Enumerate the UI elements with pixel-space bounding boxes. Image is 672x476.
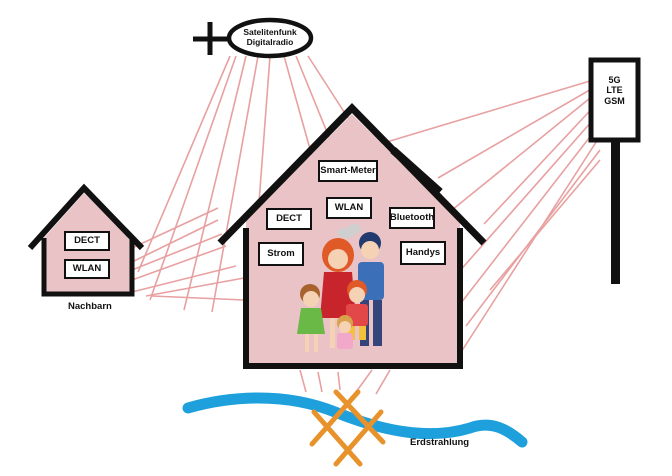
radiation-line [375, 369, 391, 395]
neighbor-house-walls [41, 238, 135, 297]
family-illustration [297, 224, 384, 352]
neighbor-house-roof [27, 183, 145, 251]
main-house [217, 102, 487, 369]
radiation-line [439, 123, 601, 331]
radiation-line [451, 89, 601, 211]
smart-meter-label: Smart-Meter [318, 160, 378, 182]
tower-pole [611, 140, 620, 284]
satellite-plus-icon [193, 22, 228, 55]
strom-label: Strom [258, 242, 304, 266]
radiation-line [131, 219, 219, 263]
radiation-line [355, 369, 373, 393]
main-house-roof [217, 102, 487, 246]
radiation-line [131, 265, 237, 293]
house-dect-label: DECT [266, 208, 312, 230]
tower-line3: GSM [604, 95, 625, 106]
radiation-line [183, 55, 247, 311]
tower-line2: LTE [606, 85, 623, 96]
bluetooth-label: Bluetooth [389, 207, 435, 229]
radiation-line [131, 207, 219, 249]
tower-line1: 5G [608, 75, 621, 85]
radiation-line [489, 159, 601, 291]
tower-label: 5G LTE GSM [594, 75, 635, 106]
radiation-line [137, 55, 231, 273]
satellite-line2: Digitalradio [246, 36, 294, 47]
radiation-line [437, 83, 601, 179]
radiation-line [131, 245, 227, 281]
satellite-label: Satelitenfunk Digitalradio [232, 27, 308, 48]
handys-label: Handys [400, 241, 446, 265]
radiation-line [145, 277, 245, 297]
radiation-lines [131, 55, 601, 395]
radiation-line [455, 135, 601, 361]
radiation-line [359, 77, 601, 151]
earth-radiation-grid [309, 389, 386, 467]
radiation-line [317, 371, 323, 393]
radiation-line [149, 55, 237, 301]
neighbor-caption: Nachbarn [68, 301, 112, 312]
radiation-line [151, 295, 245, 301]
neighbor-dect-label: DECT [64, 231, 110, 251]
radiation-line [449, 111, 601, 283]
solar-panel [390, 147, 443, 195]
radiation-line [483, 99, 601, 225]
water-vein [182, 392, 528, 448]
cell-tower [588, 57, 641, 284]
radiation-line [307, 55, 349, 119]
house-wlan-label: WLAN [326, 197, 372, 219]
radiation-line [299, 369, 307, 393]
earth-radiation-caption: Erdstrahlung [410, 437, 470, 448]
radiation-line [131, 233, 223, 271]
main-house-walls [243, 228, 463, 369]
radiation-line [337, 371, 341, 391]
satellite-ellipse [226, 17, 314, 59]
satellite-line1: Satelitenfunk [243, 27, 297, 37]
main-house-body [246, 114, 460, 364]
neighbor-wlan-label: WLAN [64, 259, 110, 279]
